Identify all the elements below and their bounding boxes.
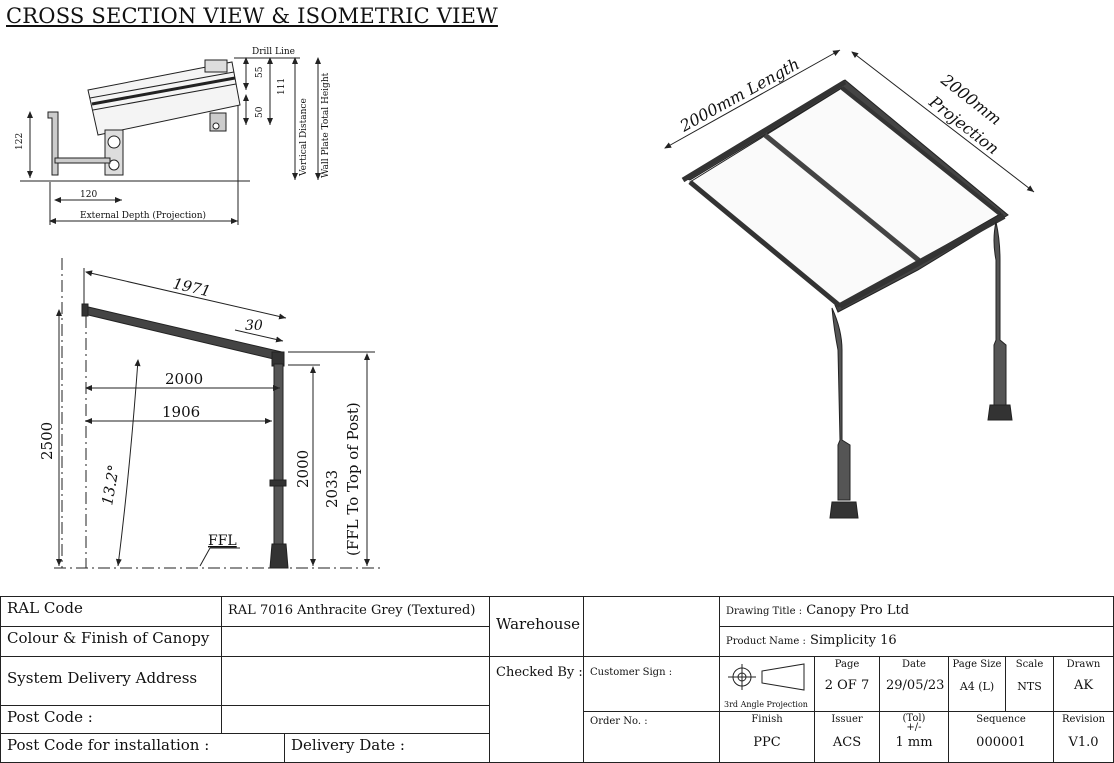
sequence-label: Sequence — [976, 714, 1026, 725]
isometric-view: 2000mm Length 2000mm Projection — [664, 49, 1035, 519]
external-depth-label: External Depth (Projection) — [80, 210, 206, 221]
product-name-value: Simplicity 16 — [809, 633, 897, 648]
warehouse-label: Warehouse — [489, 596, 584, 657]
customer-sign-label: Customer Sign : — [583, 656, 720, 712]
vertical-distance-label: Vertical Distance — [299, 98, 309, 177]
wall-plate-total-height-label: Wall Plate Total Height — [321, 72, 331, 178]
cross-section-view: Drill Line 55 111 50 Vertical Distance W… — [15, 47, 331, 225]
finish-value: PPC — [753, 735, 781, 750]
ral-code-label: RAL Code — [0, 596, 222, 627]
drill-line-label: Drill Line — [252, 47, 295, 57]
scale-label: Scale — [1015, 659, 1044, 670]
title-block: RAL Code RAL 7016 Anthracite Grey (Textu… — [0, 596, 1114, 763]
page-cell: Page 2 OF 7 — [814, 656, 880, 712]
order-no-label: Order No. : — [583, 711, 720, 763]
revision-label: Revision — [1061, 714, 1106, 725]
tol-label: (Tol) — [902, 713, 926, 724]
warehouse-value[interactable] — [583, 596, 720, 657]
date-cell: Date 29/05/23 — [879, 656, 949, 712]
page-size-value: A4 (L) — [959, 680, 995, 693]
ral-code-value: RAL 7016 Anthracite Grey (Textured) — [221, 596, 490, 627]
third-angle-projection-icon — [728, 663, 805, 691]
date-value: 29/05/23 — [886, 678, 945, 693]
drawing-title-row: Drawing Title : Canopy Pro Ltd — [719, 596, 1114, 627]
tol-value: 1 mm — [895, 735, 933, 750]
issuer-value: ACS — [832, 735, 862, 750]
drawing-title-label: Drawing Title : — [726, 606, 803, 617]
product-name-label: Product Name : — [726, 636, 806, 647]
tol-plus-minus: +/- — [906, 722, 922, 733]
delivery-address-label: System Delivery Address — [0, 656, 222, 706]
dim-2000-vertical: 2000 — [294, 450, 312, 488]
page-size-cell: Page Size A4 (L) — [948, 656, 1006, 712]
dim-1906: 1906 — [162, 403, 200, 421]
colour-finish-value[interactable] — [221, 626, 490, 657]
dim-55: 55 — [255, 66, 265, 78]
scale-value: NTS — [1017, 680, 1042, 693]
checked-by-label: Checked By : — [489, 656, 584, 763]
dim-111: 111 — [277, 78, 287, 95]
page-size-label: Page Size — [952, 659, 1002, 670]
drawn-cell: Drawn AK — [1053, 656, 1114, 712]
postcode-value[interactable] — [221, 705, 490, 734]
delivery-address-value[interactable] — [221, 656, 490, 706]
page-value: 2 OF 7 — [824, 678, 870, 693]
dim-2500: 2500 — [38, 422, 56, 460]
dim-2000-horizontal: 2000 — [165, 370, 203, 388]
dim-2033: 2033 — [323, 470, 341, 508]
dim-50: 50 — [255, 106, 265, 118]
ffl-label: FFL — [208, 533, 237, 549]
page-title: CROSS SECTION VIEW & ISOMETRIC VIEW — [6, 4, 498, 28]
projection-label: 3rd Angle Projection — [724, 700, 808, 709]
date-label: Date — [902, 659, 926, 670]
projection-symbol-cell: 3rd Angle Projection — [719, 656, 815, 712]
colour-finish-label: Colour & Finish of Canopy — [0, 626, 222, 657]
sequence-value: 000001 — [976, 735, 1026, 750]
delivery-date-label: Delivery Date : — [284, 733, 490, 763]
dim-122: 122 — [15, 133, 25, 150]
dim-30: 30 — [245, 318, 263, 334]
drawing-canvas: Drill Line 55 111 50 Vertical Distance W… — [15, 47, 1035, 569]
dim-1971: 1971 — [171, 274, 212, 300]
revision-value: V1.0 — [1068, 735, 1099, 750]
issuer-cell: Issuer ACS — [814, 711, 880, 763]
drawn-value: AK — [1073, 678, 1094, 693]
drawing-title-value: Canopy Pro Ltd — [806, 603, 910, 618]
dim-120: 120 — [80, 190, 97, 200]
side-view: 2500 1971 30 2000 1906 13.2° 2000 2033 (… — [38, 258, 380, 569]
tolerance-cell: (Tol) +/- 1 mm — [879, 711, 949, 763]
finish-label: Finish — [751, 714, 783, 725]
scale-cell: Scale NTS — [1005, 656, 1054, 712]
postcode-install-label: Post Code for installation : — [0, 733, 285, 763]
angle-label: 13.2° — [98, 463, 123, 506]
postcode-label: Post Code : — [0, 705, 222, 734]
revision-cell: Revision V1.0 — [1053, 711, 1114, 763]
drawn-label: Drawn — [1066, 659, 1101, 670]
finish-cell: Finish PPC — [719, 711, 815, 763]
sequence-cell: Sequence 000001 — [948, 711, 1054, 763]
ffl-to-top-label: (FFL To Top of Post) — [344, 402, 362, 556]
issuer-label: Issuer — [831, 714, 863, 725]
page-label: Page — [834, 659, 860, 670]
product-name-row: Product Name : Simplicity 16 — [719, 626, 1114, 657]
